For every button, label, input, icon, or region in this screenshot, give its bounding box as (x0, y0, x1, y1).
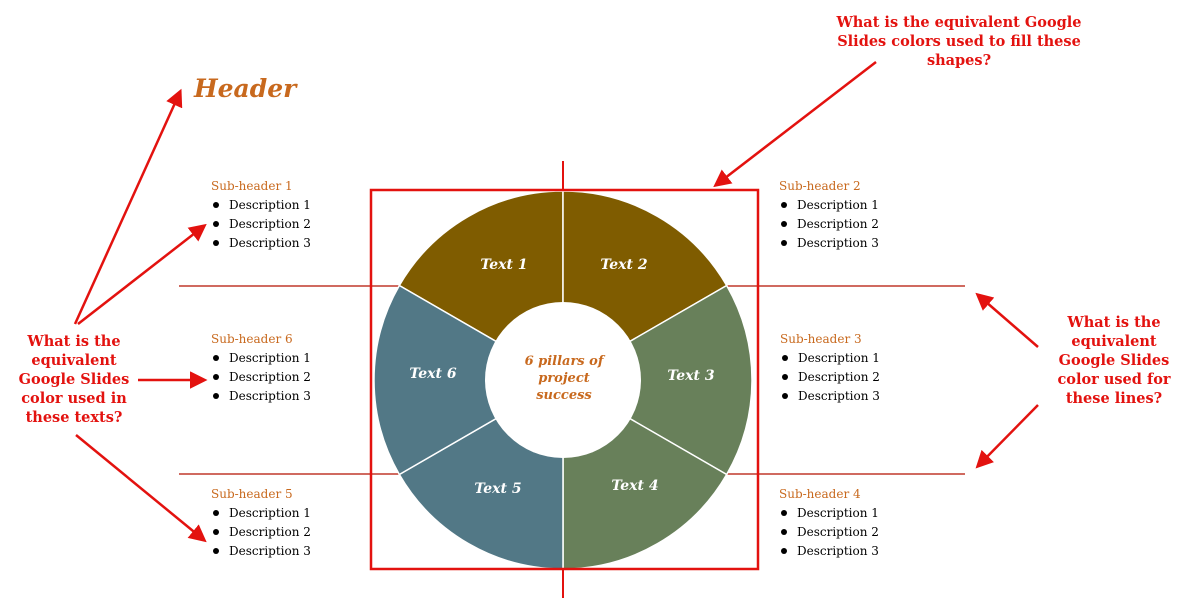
description-item: Description 1 (211, 504, 381, 523)
description-item: Description 3 (779, 542, 949, 561)
center-circle (485, 302, 641, 458)
description-item: Description 2 (211, 215, 381, 234)
description-item: Description 3 (211, 387, 381, 406)
arrow-to-subheader-5 (75, 434, 207, 543)
subheader-title: Sub-header 1 (211, 179, 293, 193)
segment-label-6: Text 6 (409, 366, 457, 382)
arrow-to-top-line (975, 292, 1039, 348)
subheader-title: Sub-header 4 (779, 487, 861, 501)
question-line: Google Slides (18, 371, 130, 388)
question-line: What is the (1067, 314, 1161, 331)
arrow-to-bottom-line (975, 404, 1039, 469)
description-item: Description 2 (779, 523, 949, 542)
center-title-line-3: success (536, 388, 592, 403)
question-line: What is the (27, 333, 121, 350)
description-item: Description 3 (211, 542, 381, 561)
pie-segment-3 (561, 284, 753, 476)
arrow-to-subheader-1 (77, 223, 207, 325)
question-line: Google Slides (1058, 352, 1170, 369)
question-text-color: What is the equivalent Google Slides col… (6, 332, 142, 427)
description-item: Description 1 (211, 196, 381, 215)
subheader-title: Sub-header 2 (779, 179, 861, 193)
center-title-line-1: 6 pillars of (524, 354, 604, 369)
question-fill-colors: What is the equivalent Google Slides col… (826, 13, 1092, 70)
segment-label-3: Text 3 (667, 368, 715, 384)
question-line: these lines? (1065, 390, 1163, 407)
center-title-line-2: project (538, 371, 590, 386)
description-item: Description 2 (211, 368, 381, 387)
question-line: color used for (1057, 371, 1171, 388)
segment-label-5: Text 5 (474, 481, 522, 497)
question-line: these texts? (25, 409, 123, 426)
subheader-title: Sub-header 5 (211, 487, 293, 501)
question-line: equivalent (31, 352, 117, 369)
subheader-title: Sub-header 3 (780, 332, 862, 346)
subheader-block-2: Sub-header 2 Description 1 Description 2… (779, 177, 949, 253)
header-title: Header (194, 74, 297, 103)
subheader-block-5: Sub-header 5 Description 1 Description 2… (211, 485, 381, 561)
description-item: Description 3 (211, 234, 381, 253)
description-item: Description 1 (779, 196, 949, 215)
subheader-title: Sub-header 6 (211, 332, 293, 346)
description-item: Description 2 (779, 215, 949, 234)
description-item: Description 1 (779, 504, 949, 523)
question-line: What is the equivalent Google (836, 14, 1082, 31)
description-item: Description 1 (780, 349, 950, 368)
segment-label-1: Text 1 (480, 257, 528, 273)
subheader-block-6: Sub-header 6 Description 1 Description 2… (211, 330, 381, 406)
question-line: color used in (21, 390, 127, 407)
question-line-color: What is the equivalent Google Slides col… (1046, 313, 1182, 408)
description-item: Description 3 (779, 234, 949, 253)
shape-highlight-box (369, 188, 760, 571)
segment-label-2: Text 2 (600, 257, 648, 273)
question-line: Slides colors used to fill these (837, 33, 1081, 50)
question-line: shapes? (926, 52, 992, 69)
description-item: Description 2 (211, 523, 381, 542)
subheader-block-3: Sub-header 3 Description 1 Description 2… (780, 330, 950, 406)
segment-label-4: Text 4 (611, 478, 659, 494)
center-title: 6 pillars of project success (506, 353, 622, 404)
subheader-block-4: Sub-header 4 Description 1 Description 2… (779, 485, 949, 561)
arrow-to-shapes (713, 61, 877, 188)
arrow-to-header (73, 88, 183, 325)
question-line: equivalent (1071, 333, 1157, 350)
description-item: Description 3 (780, 387, 950, 406)
description-item: Description 2 (780, 368, 950, 387)
pie-segment-6 (373, 284, 565, 476)
description-item: Description 1 (211, 349, 381, 368)
subheader-block-1: Sub-header 1 Description 1 Description 2… (211, 177, 381, 253)
